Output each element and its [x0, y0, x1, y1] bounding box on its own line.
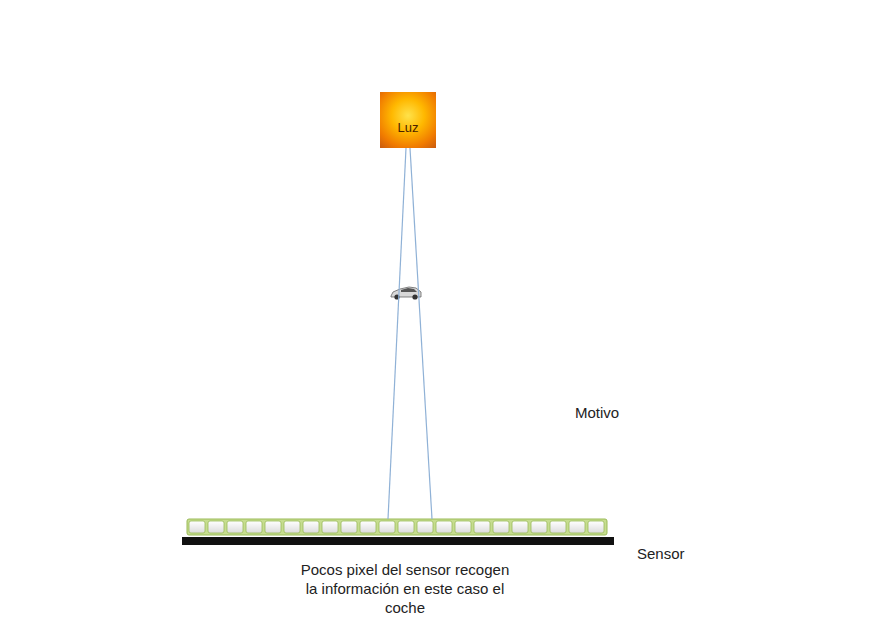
note-text: Pocos pixel del sensor recogen la inform… — [300, 560, 510, 617]
car-icon — [391, 287, 421, 300]
light-source: Luz — [380, 92, 436, 148]
sensor-label: Sensor — [637, 545, 685, 562]
light-ray — [410, 148, 432, 519]
light-label: Luz — [380, 120, 436, 135]
subject-label: Motivo — [575, 403, 619, 422]
light-ray — [388, 148, 406, 519]
sensor-pixels — [182, 519, 614, 545]
sensor: Sensor — [182, 519, 614, 545]
